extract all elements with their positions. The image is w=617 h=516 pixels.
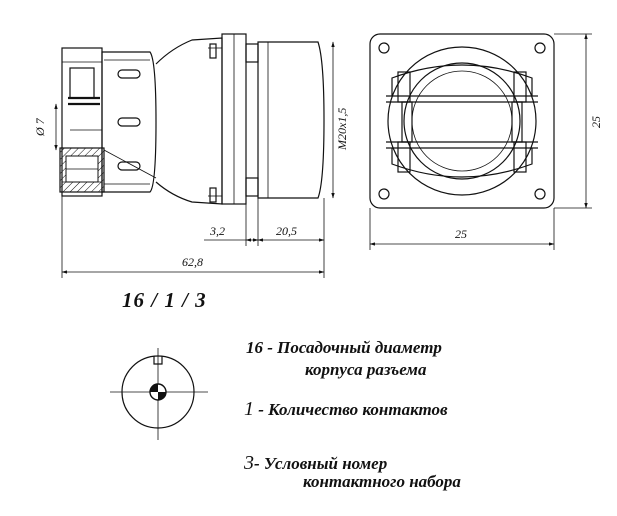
nut-slot-2: [117, 117, 141, 127]
legend-item-set-line2: контактного набора: [303, 472, 461, 491]
nut-slot-1: [117, 69, 141, 79]
legend-item-contacts-text: - Количество контактов: [254, 400, 448, 419]
mount-hole-tl: [378, 42, 390, 54]
square-flange: [369, 33, 555, 209]
dim-thread: M20x1,5: [335, 108, 349, 151]
legend-item-set: 3- Условный номер: [244, 452, 387, 475]
legend-item-contacts: 1 - Количество контактов: [244, 398, 448, 421]
front-receptacle: [257, 41, 325, 199]
designation-code: 16 / 1 / 3: [122, 288, 207, 312]
mount-hole-br: [534, 188, 546, 200]
symbol-ring: [121, 355, 195, 429]
clamp-band-top: [391, 64, 533, 96]
dim-20-5: 20,5: [276, 224, 297, 238]
mount-hole-tr: [534, 42, 546, 54]
side-view: M20x1,5 Ø 7 3,2 20,5 62,8: [33, 33, 349, 278]
front-view: 25 25: [369, 33, 603, 250]
nut-slot-3: [117, 161, 141, 171]
dim-25-vertical: 25: [589, 116, 603, 128]
dim-pin-diameter: Ø 7: [33, 117, 47, 137]
clamp-band-bottom: [391, 148, 533, 178]
dim-25-horizontal: 25: [455, 227, 467, 241]
connector-body: [155, 37, 223, 205]
dim-62-8: 62,8: [182, 255, 203, 269]
legend-item-contacts-num: 1: [244, 398, 254, 420]
contact-layout-symbol: [110, 348, 208, 440]
legend-item-set-text: - Условный номер: [254, 454, 388, 473]
back-nut: [101, 51, 157, 193]
dim-3-2: 3,2: [209, 224, 225, 238]
inner-ring: [403, 62, 521, 180]
legend-item-diameter: 16 - Посадочный диаметр: [246, 338, 442, 358]
clamp-bracket-top: [69, 67, 95, 99]
mount-hole-bl: [378, 188, 390, 200]
legend-item-diameter-text: - Посадочный диаметр: [263, 338, 442, 357]
legend-item-diameter-line2: корпуса разъема: [305, 360, 427, 379]
outer-ring: [387, 46, 537, 196]
legend-item-set-num: 3: [244, 452, 254, 474]
legend-item-diameter-num: 16: [246, 338, 263, 357]
